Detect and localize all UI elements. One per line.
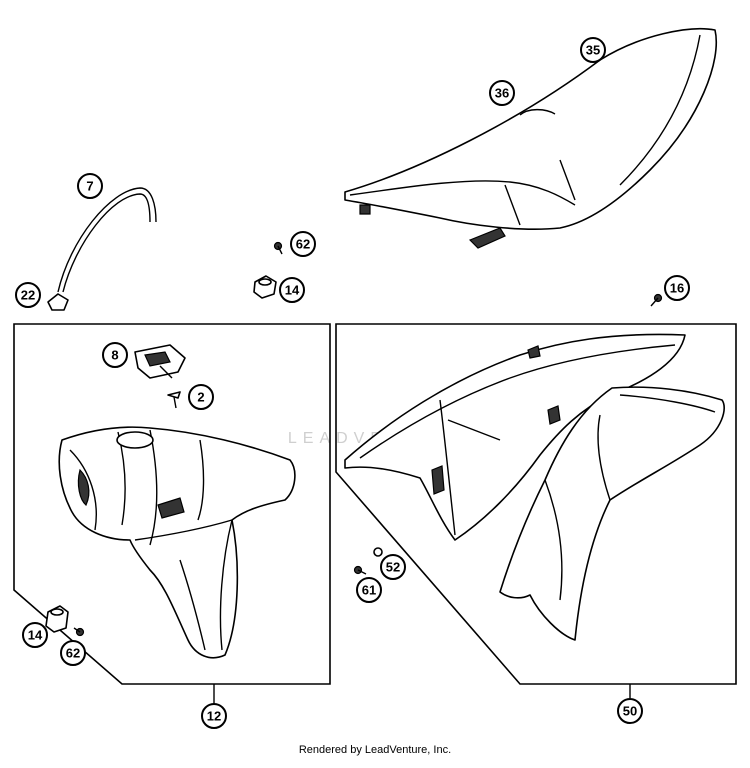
fuel-tank-part[interactable] [58,426,296,659]
screw-part-right[interactable] [650,293,663,307]
svg-text:36: 36 [495,86,509,101]
svg-text:35: 35 [586,43,600,58]
callout-52[interactable]: 52 [380,554,406,580]
nut-part-52[interactable] [373,547,383,557]
svg-text:16: 16 [670,281,684,296]
callout-14-bottom[interactable]: 14 [22,622,48,648]
breather-hose-part[interactable] [47,187,157,311]
rubber-bushing-part-top[interactable] [253,275,277,299]
callout-2[interactable]: 2 [188,384,214,410]
screw-part-61[interactable] [353,565,367,575]
svg-text:62: 62 [296,237,310,252]
fuel-tank-group-frame [13,323,331,685]
svg-text:14: 14 [28,628,43,643]
rubber-bushing-part-bottom[interactable] [45,605,69,633]
svg-text:14: 14 [285,283,300,298]
spoiler-group-frame [335,323,737,685]
svg-text:8: 8 [111,348,118,363]
callout-14-top[interactable]: 14 [279,277,305,303]
callout-62-bottom[interactable]: 62 [60,640,86,666]
callout-7[interactable]: 7 [77,173,103,199]
screw-part-top[interactable] [273,241,283,255]
screw-part-2[interactable] [167,391,181,409]
svg-text:22: 22 [21,288,35,303]
svg-text:7: 7 [86,179,93,194]
callout-61[interactable]: 61 [356,577,382,603]
svg-text:50: 50 [623,704,637,719]
callout-35[interactable]: 35 [580,37,606,63]
callout-22[interactable]: 22 [15,282,41,308]
svg-text:2: 2 [197,390,204,405]
footer-credit: Rendered by LeadVenture, Inc. [298,744,452,756]
svg-text:52: 52 [386,560,400,575]
callout-62-top[interactable]: 62 [290,231,316,257]
right-spoiler-part[interactable] [499,386,725,641]
screw-part-bottom[interactable] [73,627,85,637]
callout-12[interactable]: 12 [201,703,227,729]
callout-36[interactable]: 36 [489,80,515,106]
seat-part[interactable] [344,27,717,249]
callout-50[interactable]: 50 [617,698,643,724]
svg-text:62: 62 [66,646,80,661]
callout-8[interactable]: 8 [102,342,128,368]
callout-16[interactable]: 16 [664,275,690,301]
svg-text:12: 12 [207,709,221,724]
fuel-cap-part[interactable] [134,344,186,379]
left-spoiler-part[interactable] [344,333,686,541]
svg-text:61: 61 [362,583,376,598]
